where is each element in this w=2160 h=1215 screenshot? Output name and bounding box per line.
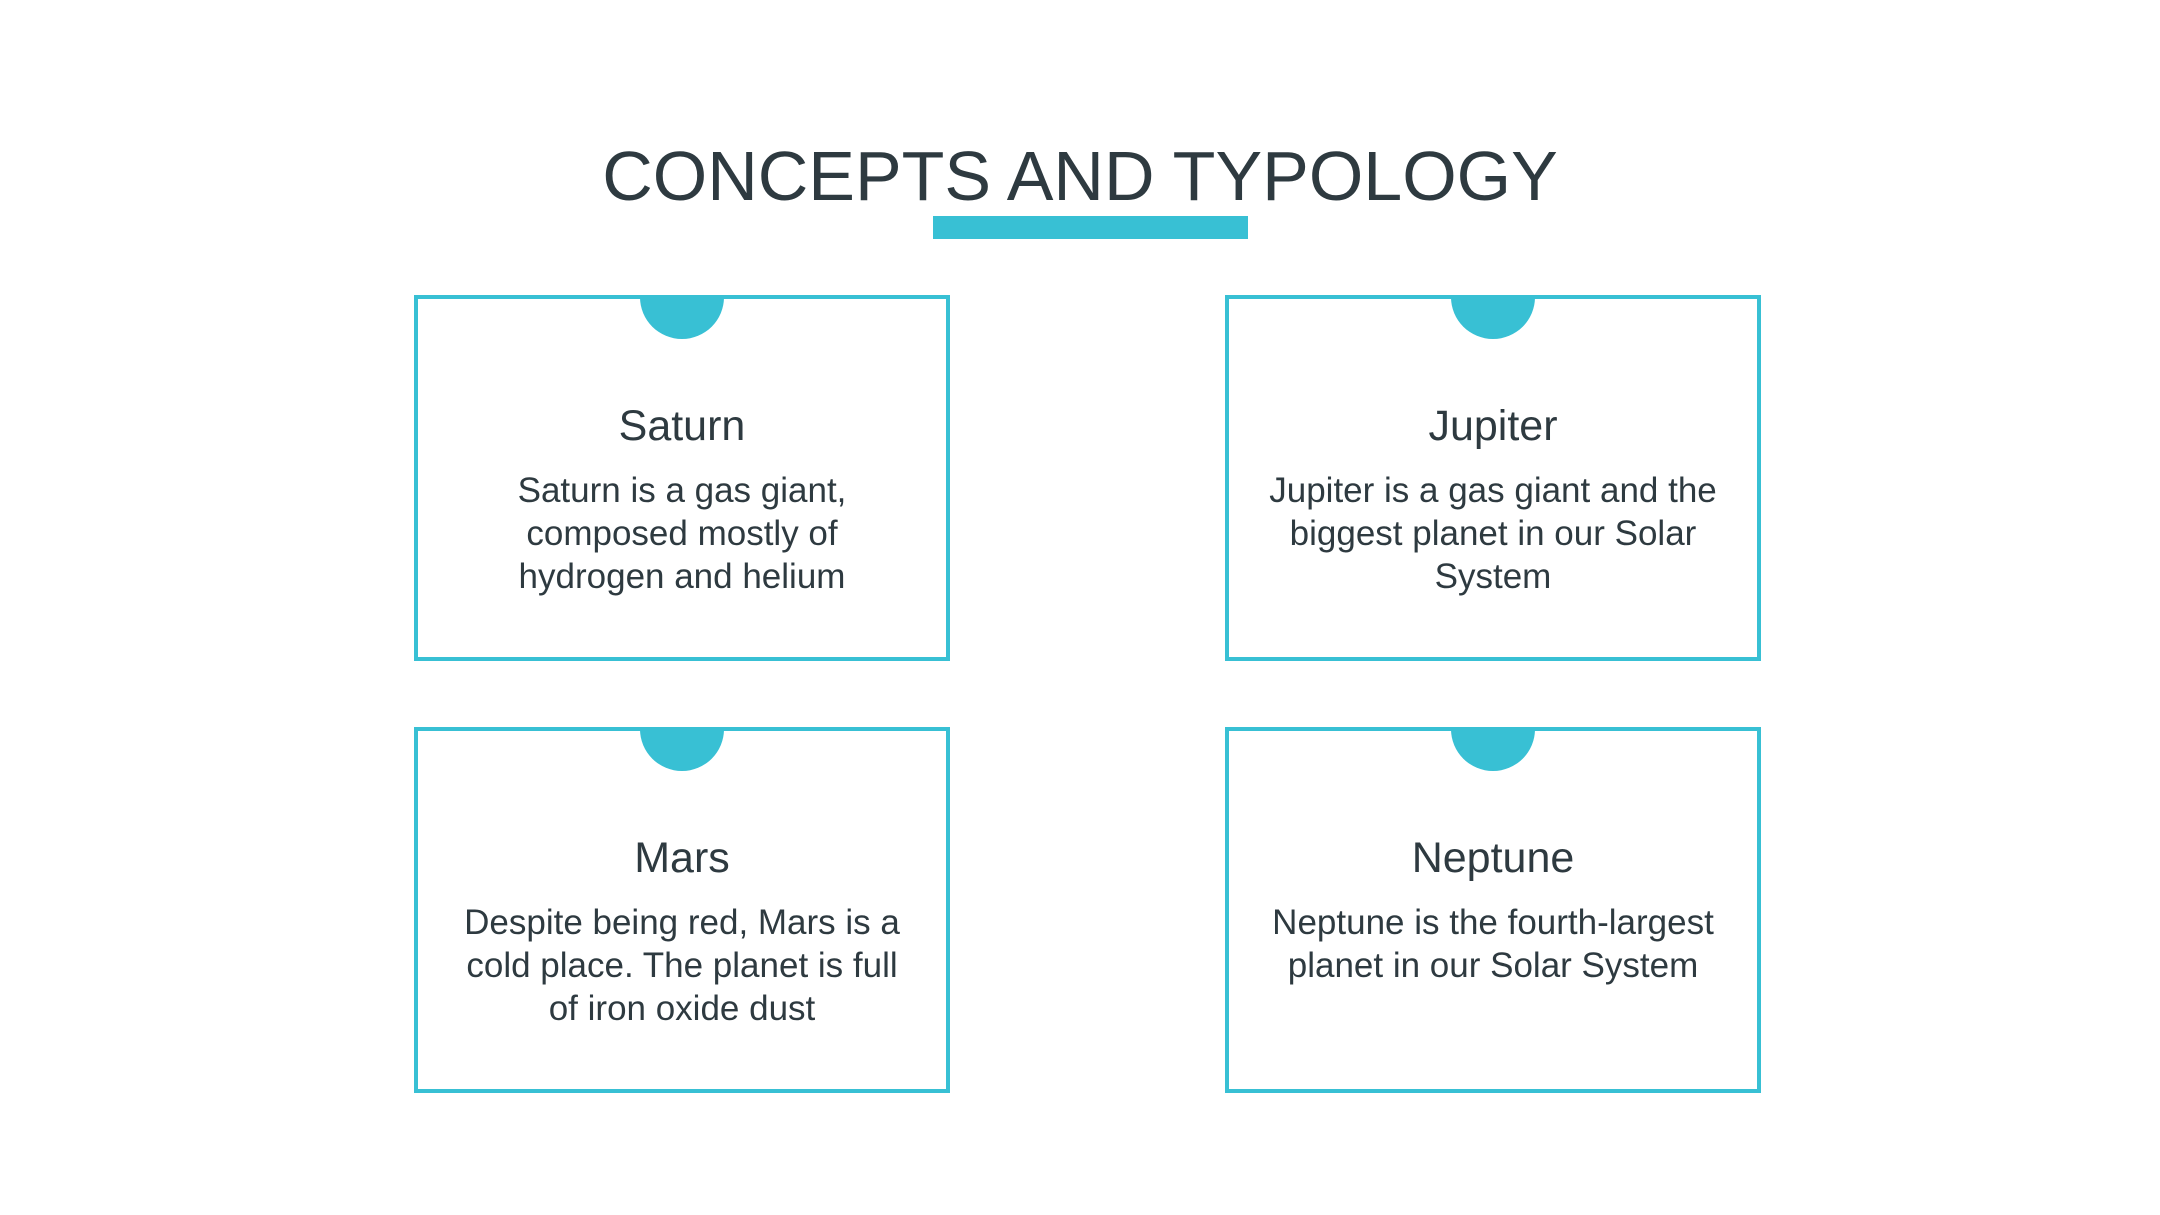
card-title: Saturn	[618, 402, 746, 450]
title-underline	[933, 216, 1248, 239]
card-neptune: Neptune Neptune is the fourth-largest pl…	[1225, 727, 1761, 1093]
card-tab	[1451, 731, 1535, 771]
card-title: Jupiter	[1428, 402, 1558, 450]
card-tab	[640, 731, 724, 771]
card-text: Despite being red, Mars is a cold place.…	[464, 903, 900, 1028]
card-tab	[640, 299, 724, 339]
card-text: Jupiter is a gas giant and the biggest p…	[1269, 471, 1717, 596]
card-text: Neptune is the fourth-largest planet in …	[1272, 903, 1714, 985]
card-text: Saturn is a gas giant, composed mostly o…	[517, 471, 847, 596]
slide-title: CONCEPTS AND TYPOLOGY	[602, 137, 1558, 215]
card-tab	[1451, 299, 1535, 339]
card-jupiter: Jupiter Jupiter is a gas giant and the b…	[1225, 295, 1761, 661]
card-mars: Mars Despite being red, Mars is a cold p…	[414, 727, 950, 1093]
card-saturn: Saturn Saturn is a gas giant, composed m…	[414, 295, 950, 661]
card-title: Neptune	[1411, 834, 1575, 882]
card-title: Mars	[634, 834, 730, 882]
